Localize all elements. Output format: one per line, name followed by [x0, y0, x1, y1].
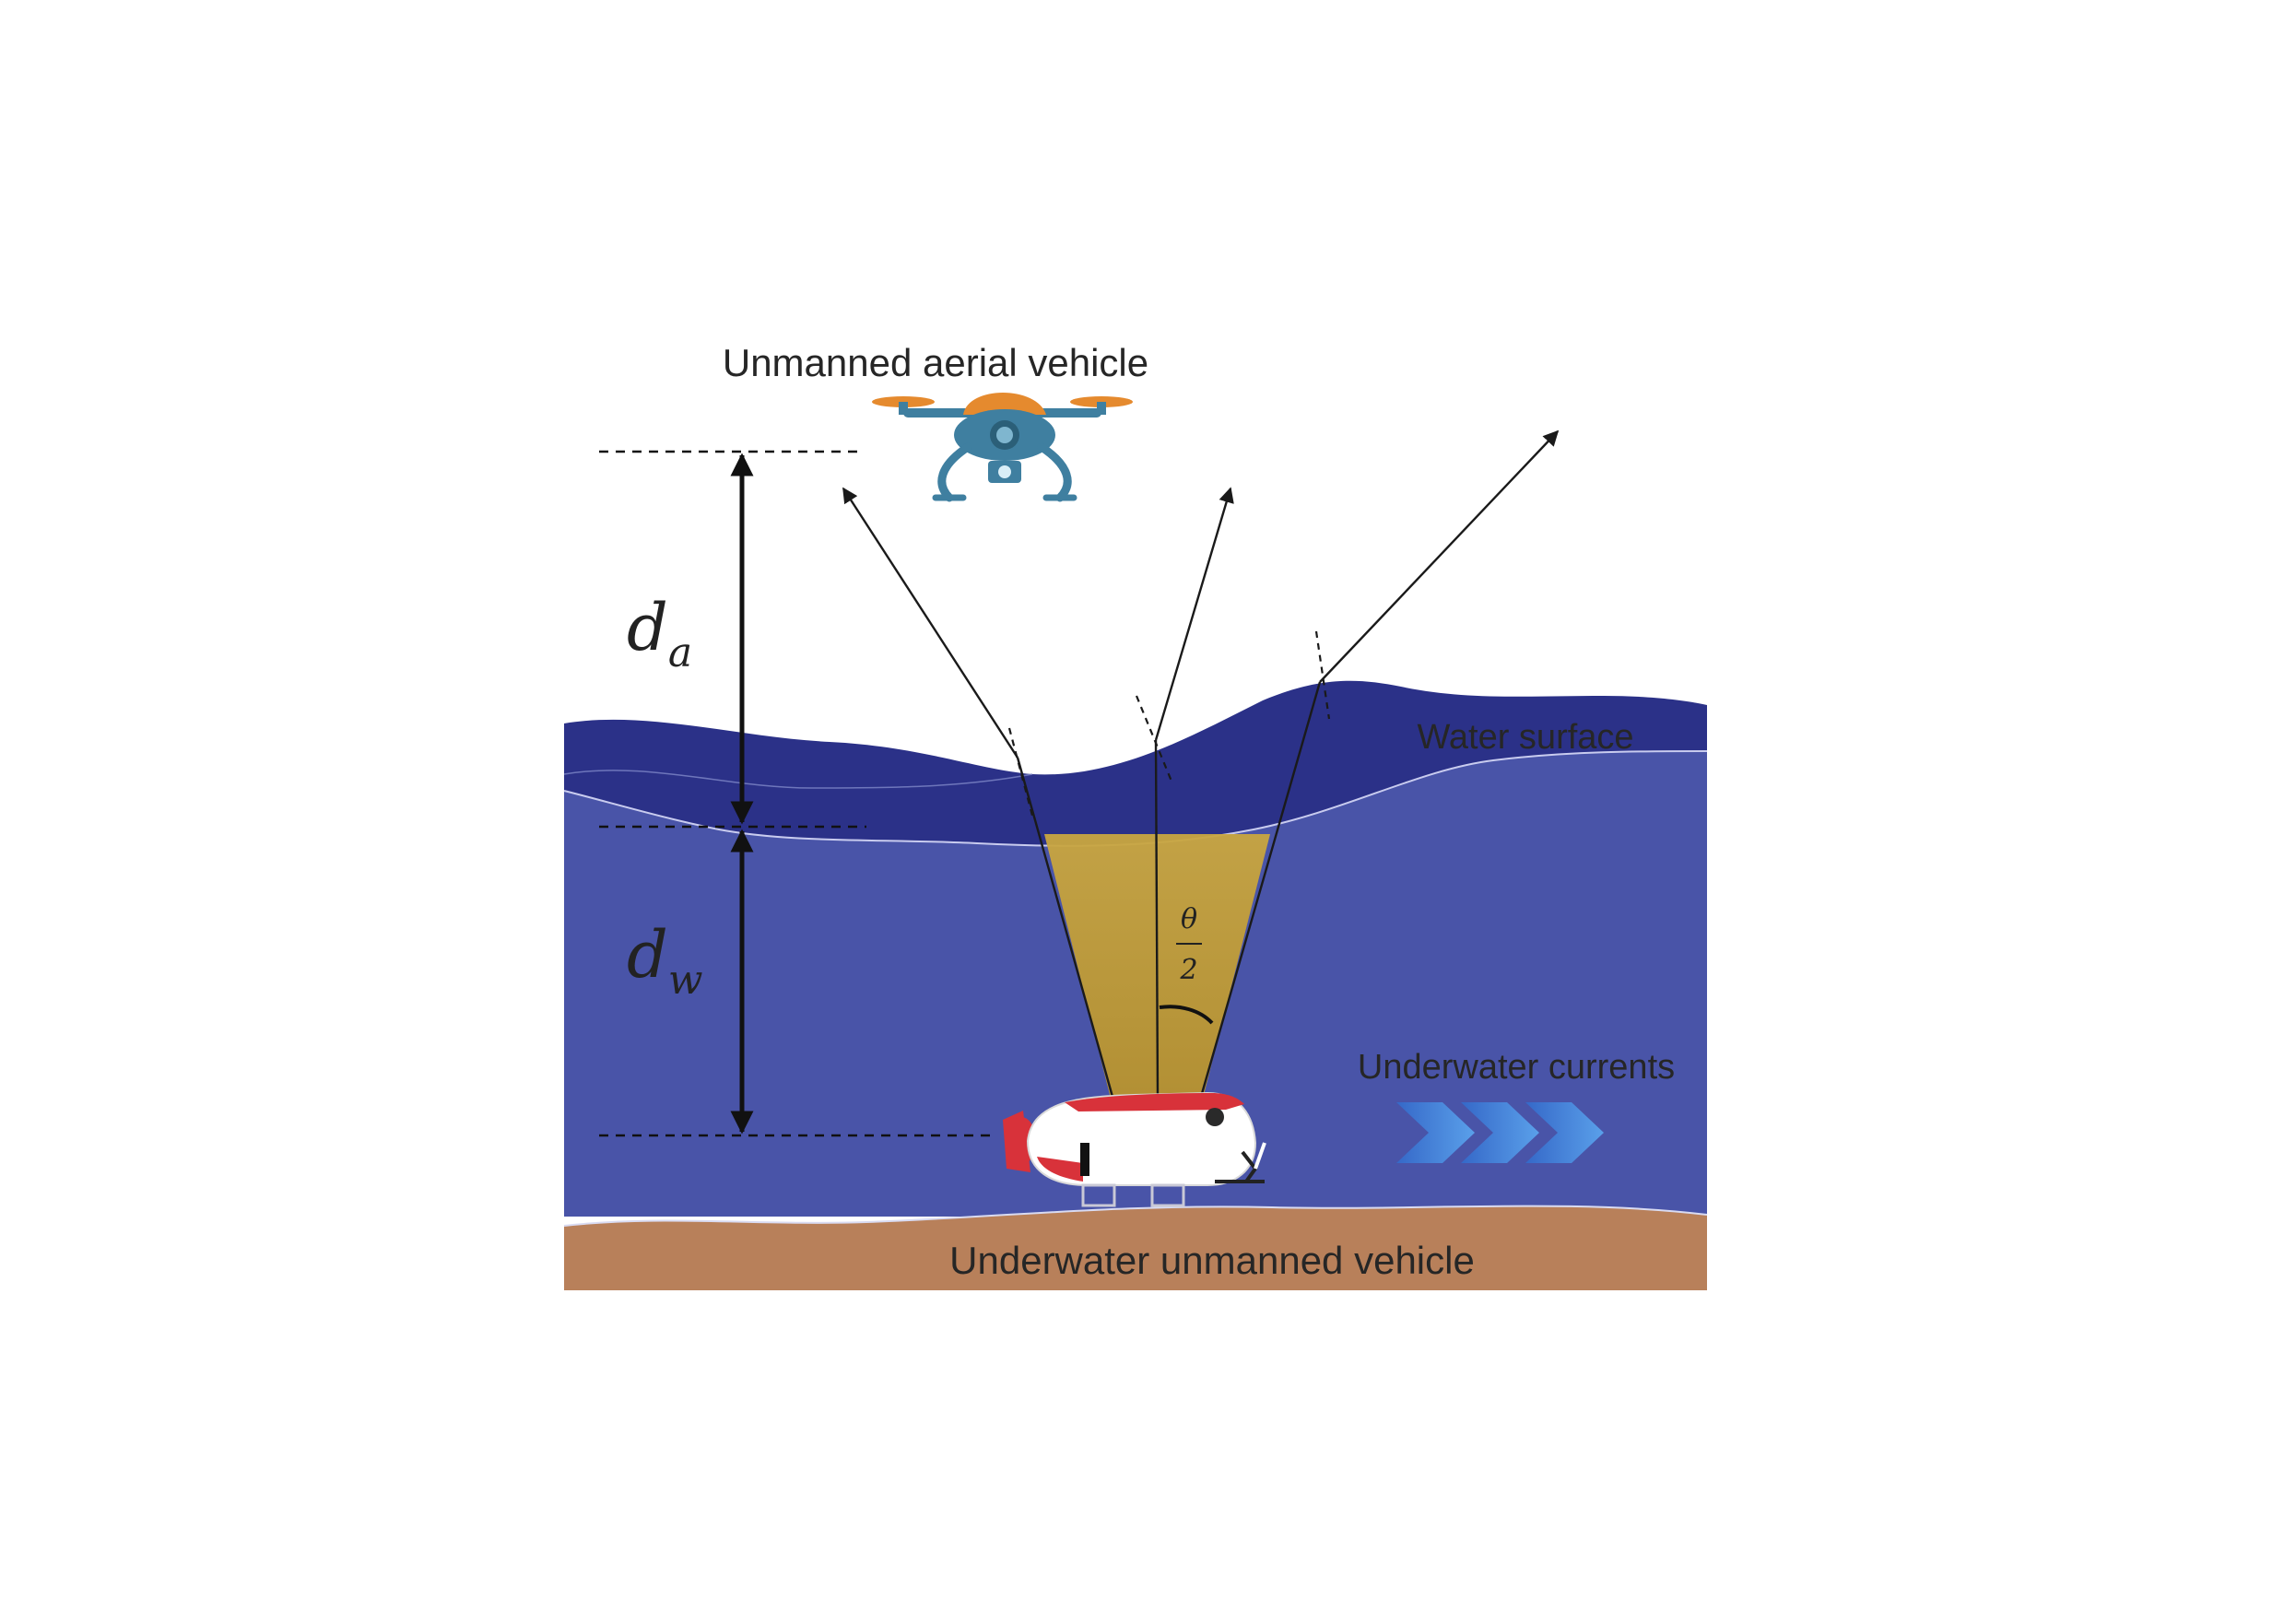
da-symbol: d [627, 590, 668, 665]
distance-markers [599, 450, 995, 1137]
chevron-1 [1396, 1102, 1475, 1163]
seabed [564, 1205, 1707, 1290]
angle-two: 2 [1179, 954, 1197, 986]
water-surface-band [564, 680, 1707, 846]
ray-right-air [1319, 429, 1560, 683]
svg-text:da: da [627, 590, 692, 676]
dw-symbol: d [627, 917, 668, 993]
ray-center-water [1154, 739, 1160, 1100]
chevron-2 [1461, 1102, 1539, 1163]
ray-left-water [1016, 757, 1114, 1098]
uuv-icon [1003, 1091, 1266, 1207]
uuv-label: Underwater unmanned vehicle [949, 1239, 1475, 1282]
svg-text:dw: dw [627, 917, 702, 1004]
ray-center-air [1154, 487, 1234, 741]
dw-subscript: w [668, 957, 703, 1004]
currents-arrow-icon [1396, 1102, 1604, 1163]
water-surface-crest-line [563, 770, 1033, 789]
angle-theta: θ [1181, 903, 1197, 935]
ray-right-water [1199, 681, 1322, 1098]
surface-normals [1007, 630, 1331, 817]
seabed-line [563, 1205, 1708, 1227]
light-rays [842, 429, 1560, 1100]
water-surface-label: Water surface [1417, 718, 1633, 757]
currents-label: Underwater currents [1358, 1048, 1675, 1087]
uav-label: Unmanned aerial vehicle [723, 341, 1148, 384]
drone-icon [872, 393, 1133, 502]
chevron-3 [1525, 1102, 1604, 1163]
da-subscript: a [668, 629, 692, 676]
angle-arc [1159, 1005, 1214, 1025]
ray-left-air [842, 487, 1019, 759]
